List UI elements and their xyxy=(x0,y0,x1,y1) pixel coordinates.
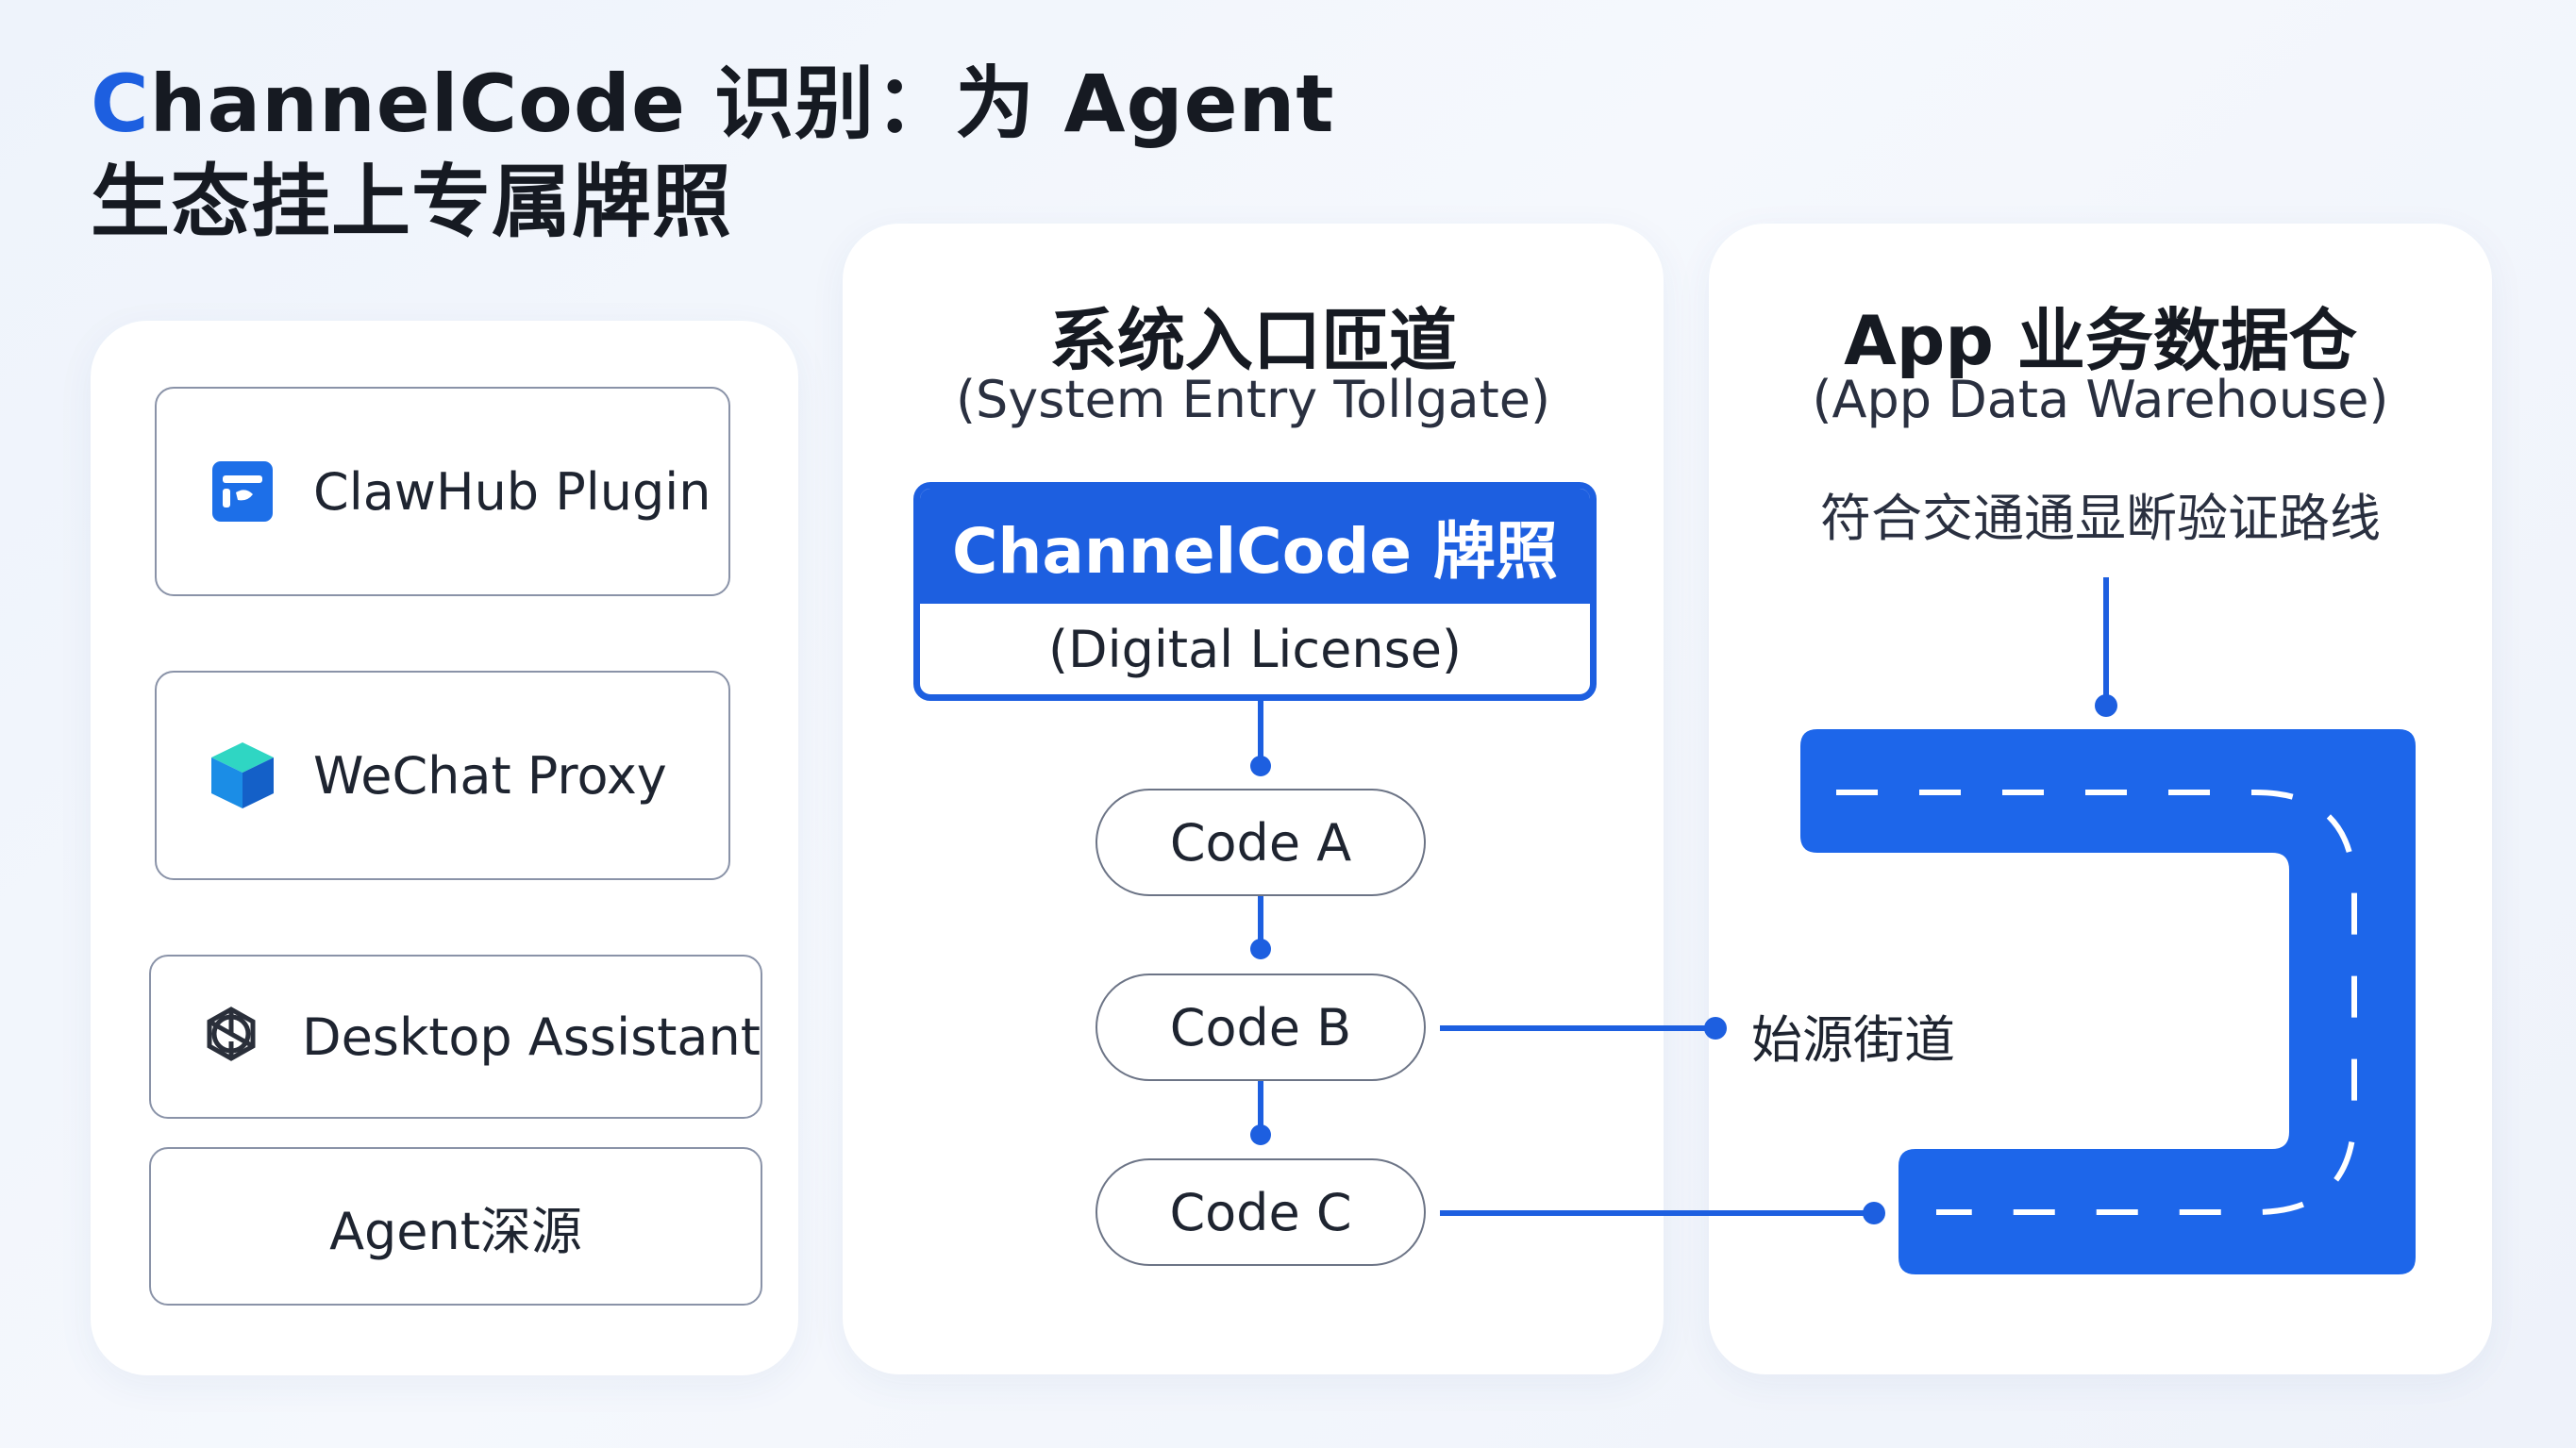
tollgate-title: 系统入口匝道 xyxy=(1048,301,1457,380)
connector-dot xyxy=(1863,1202,1885,1224)
source-card-desktop-assistant[interactable]: Desktop Assistant xyxy=(149,955,762,1119)
connector-dot xyxy=(2095,694,2117,717)
connector-dot xyxy=(1250,1124,1271,1145)
license-card: ChannelCode 牌照 (Digital License) xyxy=(913,482,1597,701)
road-shape xyxy=(1800,729,2416,1274)
title-line-1: ChannelCode 识别：为 Agent xyxy=(91,55,1335,153)
route-caption: 符合交通通显断验证路线 xyxy=(1820,489,2381,548)
connector-dot xyxy=(1704,1017,1727,1040)
warehouse-title: App 业务数据仓 xyxy=(1844,301,2357,380)
title-accent-letter: C xyxy=(91,58,150,150)
openai-knot-icon xyxy=(198,1004,264,1070)
source-card-agent[interactable]: Agent深源 xyxy=(149,1147,762,1306)
connector-dot xyxy=(1250,939,1271,959)
title-line-1-text: hannelCode 识别：为 Agent xyxy=(149,58,1335,150)
code-a-node[interactable]: Code A xyxy=(1096,789,1426,896)
tollgate-subtitle: (System Entry Tollgate) xyxy=(955,370,1551,429)
lane-markings xyxy=(1836,790,2357,1215)
clawhub-icon xyxy=(209,458,276,524)
cube-icon xyxy=(209,742,276,808)
warehouse-subtitle: (App Data Warehouse) xyxy=(1812,370,2389,429)
street-label: 始源街道 xyxy=(1751,1010,1955,1070)
source-card-clawhub[interactable]: ClawHub Plugin xyxy=(155,387,730,596)
source-label: Desktop Assistant xyxy=(302,1007,761,1067)
source-card-wechat-proxy[interactable]: WeChat Proxy xyxy=(155,671,730,880)
license-subtitle: (Digital License) xyxy=(1047,619,1462,679)
title-line-2: 生态挂上专属牌照 xyxy=(91,156,733,248)
source-label: Agent深源 xyxy=(329,1201,582,1261)
code-c-node[interactable]: Code C xyxy=(1096,1158,1426,1266)
code-b-node[interactable]: Code B xyxy=(1096,974,1426,1081)
page-title: ChannelCode 识别：为 Agent 生态挂上专属牌照 xyxy=(91,55,1335,251)
connector-dot xyxy=(1250,756,1271,776)
license-title: ChannelCode 牌照 xyxy=(920,489,1590,604)
source-label: ClawHub Plugin xyxy=(313,461,711,522)
source-label: WeChat Proxy xyxy=(313,745,667,806)
